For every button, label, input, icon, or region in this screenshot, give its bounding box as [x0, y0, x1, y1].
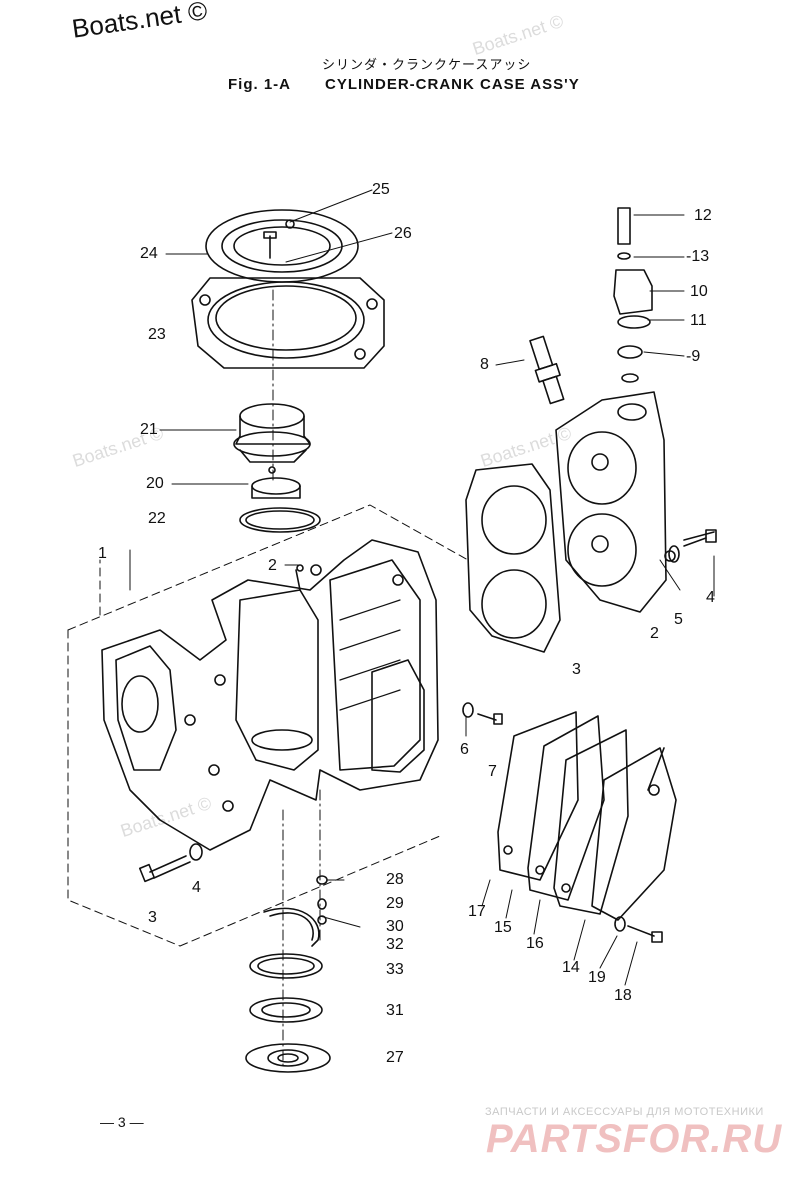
part-cover-plates	[497, 711, 677, 921]
callout-4: 4	[192, 879, 201, 896]
part-small-28-30	[316, 875, 328, 925]
brand-subtitle: ЗАПЧАСТИ И АКСЕССУАРЫ ДЛЯ МОТОТЕХНИКИ	[485, 1106, 764, 1118]
callout-18: 18	[614, 987, 632, 1004]
callout-7: 7	[488, 763, 497, 780]
callout-14: 14	[562, 959, 580, 976]
callout-10: 10	[690, 283, 708, 300]
part-spark-plug-8	[529, 335, 565, 405]
callout-27: 27	[386, 1049, 404, 1066]
japanese-title: シリンダ・クランクケースアッシ	[322, 57, 532, 72]
callout-2: 2	[650, 625, 659, 642]
part-housing-21	[233, 403, 311, 474]
callout-3: 3	[572, 661, 581, 678]
callout-8: 8	[480, 356, 489, 373]
callout-31: 31	[386, 1002, 404, 1019]
callout-13: -13	[686, 248, 710, 265]
part-thermostat-stack	[613, 207, 653, 383]
callout-16: 16	[526, 935, 544, 952]
callout-24: 24	[140, 245, 158, 262]
assembly-outline	[67, 504, 469, 947]
callout-19: 19	[588, 969, 606, 986]
part-snap-ring-32	[263, 907, 320, 947]
callout-12: 12	[694, 207, 712, 224]
part-bolt-right	[668, 529, 717, 563]
part-seal-20-22	[239, 477, 321, 533]
part-head-gasket	[465, 463, 561, 653]
part-bolt-18	[614, 916, 663, 943]
callout-15: 15	[494, 919, 512, 936]
callout-22: 22	[148, 510, 166, 527]
callout-21: 21	[140, 421, 158, 438]
callout-5: 5	[674, 611, 683, 628]
part-bolt-lower-left	[138, 843, 203, 883]
callout-29: 29	[386, 895, 404, 912]
callout-4: 4	[706, 589, 715, 606]
part-plate-23	[191, 277, 385, 369]
leader-lines	[129, 189, 715, 1071]
callout-2: 2	[268, 557, 277, 574]
callout-6: 6	[460, 741, 469, 758]
figure-title: CYLINDER-CRANK CASE ASS'Y	[325, 76, 580, 93]
callout-25: 25	[372, 181, 390, 198]
part-seals	[245, 953, 331, 1073]
page-number: — 3 —	[100, 1114, 144, 1130]
part-bolt-6	[462, 702, 503, 725]
part-crankcase-block	[101, 539, 439, 851]
callout-33: 33	[386, 961, 404, 978]
callout-17: 17	[468, 903, 486, 920]
callout-9: -9	[686, 348, 701, 365]
callout-11: 11	[690, 312, 707, 329]
part-cover-ring	[205, 209, 359, 283]
callout-23: 23	[148, 326, 166, 343]
callout-1: 1	[98, 545, 107, 562]
part-cylinder-head-cover	[555, 391, 715, 613]
callout-3: 3	[148, 909, 157, 926]
callout-32: 32	[386, 936, 404, 953]
figure-label: Fig. 1-A	[228, 76, 291, 93]
callout-28: 28	[386, 871, 404, 888]
callout-20: 20	[146, 475, 164, 492]
callout-30: 30	[386, 918, 404, 935]
brand-logo: PARTSFOR.RU	[486, 1117, 783, 1161]
callout-26: 26	[394, 225, 412, 242]
